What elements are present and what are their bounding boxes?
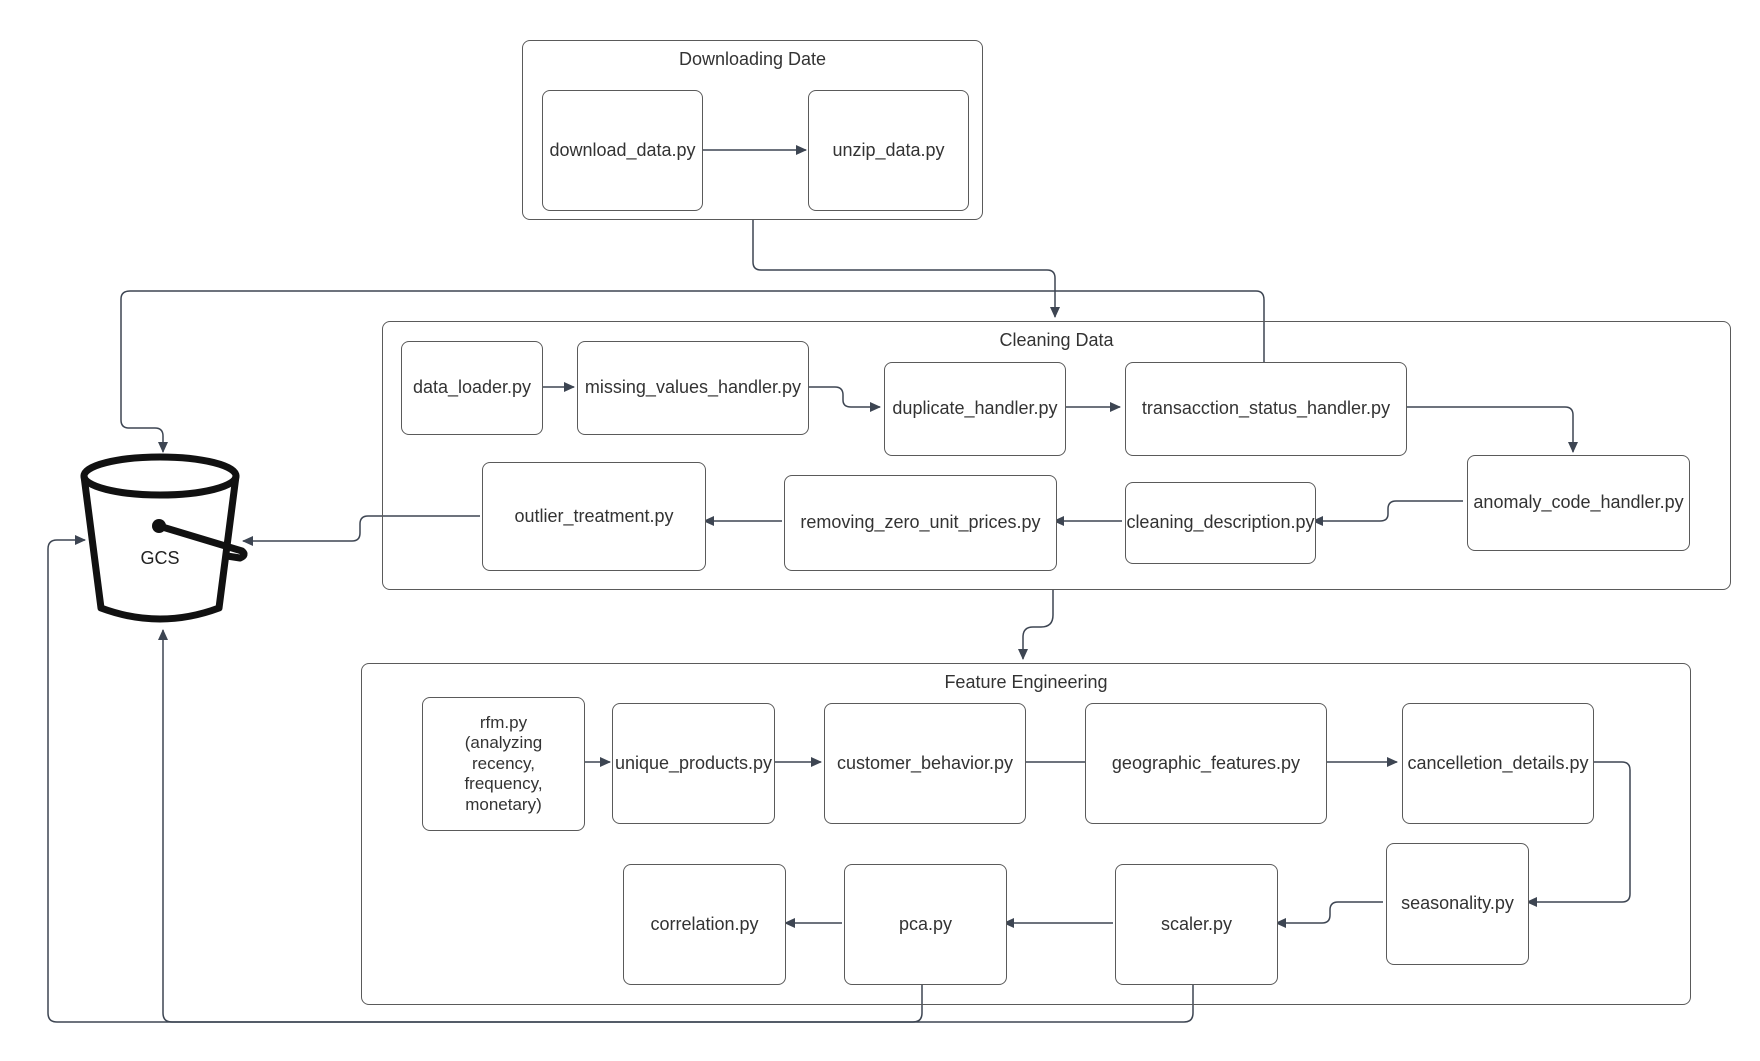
edge-seasonality-to-scaler <box>1275 901 1383 928</box>
downloading-group-title: Downloading Date <box>678 49 827 69</box>
unique-products-node[interactable]: unique_products.py <box>612 703 775 824</box>
cancelletion-details-node[interactable]: cancelletion_details.py <box>1402 703 1594 824</box>
edge-download-group-to-cleaning <box>752 220 1060 318</box>
edge-missing-to-duplicate <box>806 386 881 412</box>
rfm-node[interactable]: rfm.py (analyzing recency, frequency, mo… <box>422 697 585 831</box>
feature-engineering-group: Feature Engineering <box>361 663 1691 1005</box>
bucket-icon <box>80 453 248 623</box>
cleaning-description-node[interactable]: cleaning_description.py <box>1125 482 1316 564</box>
correlation-node[interactable]: correlation.py <box>623 864 786 985</box>
edge-transaction-to-anomaly <box>1403 406 1578 453</box>
edge-scaler-to-gcs <box>47 535 1194 1023</box>
download-data-node[interactable]: download_data.py <box>542 90 703 211</box>
gcs-label: GCS <box>140 548 180 568</box>
pca-node[interactable]: pca.py <box>844 864 1007 985</box>
transacction-status-handler-node[interactable]: transacction_status_handler.py <box>1125 362 1407 456</box>
feature-engineering-group-title: Feature Engineering <box>944 672 1108 692</box>
removing-zero-unit-prices-node[interactable]: removing_zero_unit_prices.py <box>784 475 1057 571</box>
data-loader-node[interactable]: data_loader.py <box>401 341 543 435</box>
scaler-node[interactable]: scaler.py <box>1115 864 1278 985</box>
cleaning-group: Cleaning Data <box>382 321 1731 590</box>
unzip-data-node[interactable]: unzip_data.py <box>808 90 969 211</box>
cleaning-group-title: Cleaning Data <box>999 330 1114 350</box>
missing-values-handler-node[interactable]: missing_values_handler.py <box>577 341 809 435</box>
edge-anomaly-to-cleaningdesc <box>1312 500 1463 526</box>
outlier-treatment-node[interactable]: outlier_treatment.py <box>482 462 706 571</box>
customer-behavior-node[interactable]: customer_behavior.py <box>824 703 1026 824</box>
edge-transaction-to-gcs <box>120 290 1265 453</box>
duplicate-handler-node[interactable]: duplicate_handler.py <box>884 362 1066 456</box>
seasonality-node[interactable]: seasonality.py <box>1386 843 1529 965</box>
edge-cancellation-to-seasonality <box>1526 761 1631 907</box>
edge-outlier-to-gcs <box>242 515 480 546</box>
anomaly-code-handler-node[interactable]: anomaly_code_handler.py <box>1467 455 1690 551</box>
downloading-group: Downloading Date <box>522 40 983 220</box>
geographic-features-node[interactable]: geographic_features.py <box>1085 703 1327 824</box>
edge-cleaning-to-feature <box>1018 589 1054 660</box>
